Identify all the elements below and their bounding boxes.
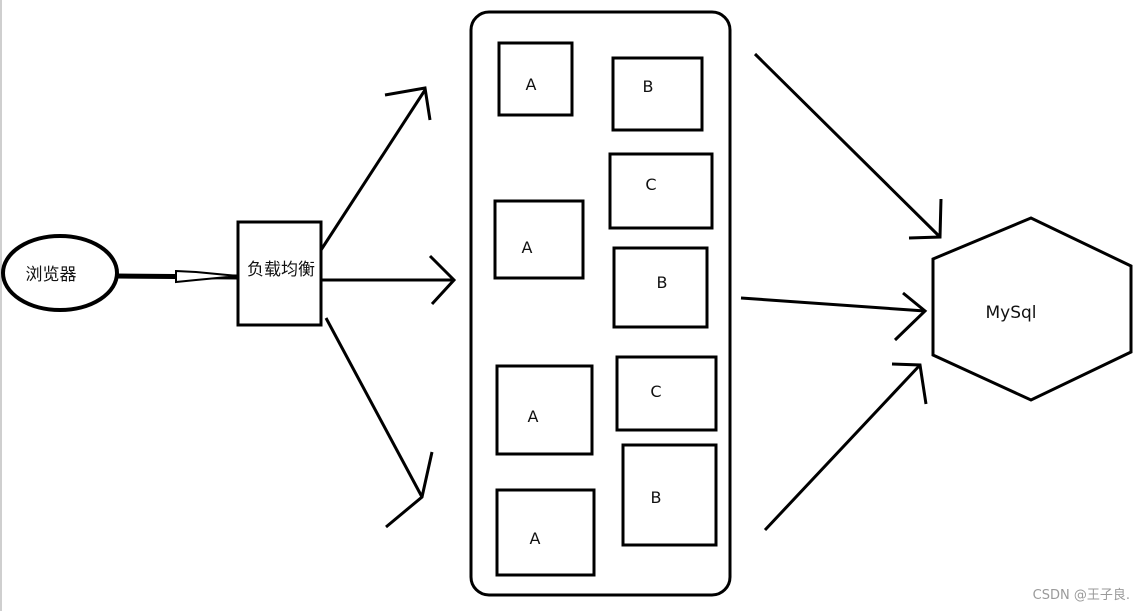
server-label-a: A (522, 238, 533, 257)
browser-ellipse (1, 234, 119, 312)
arrow-up (319, 86, 432, 251)
server-label-b: B (643, 77, 654, 96)
balancer-arrows (319, 86, 457, 529)
server-label-a: A (528, 407, 539, 426)
server-label-a: A (530, 529, 541, 548)
arrow-to-db-middle (740, 291, 928, 342)
mysql-hexagon (931, 216, 1133, 402)
watermark: CSDN @王子良. (1033, 587, 1130, 603)
browser-node: 浏览器 (1, 234, 119, 312)
arrow-to-db-bottom (763, 362, 928, 532)
server-label-b: B (657, 273, 668, 292)
server-box: A (495, 364, 594, 456)
arrow-down (324, 317, 434, 529)
server-label-a: A (526, 75, 537, 94)
arrow-middle (321, 254, 457, 306)
server-box: A (495, 488, 596, 577)
server-box: B (621, 443, 718, 547)
server-box: B (612, 246, 709, 329)
database-arrows (740, 52, 943, 532)
load-balancer-box (236, 220, 323, 327)
server-label-b: B (651, 488, 662, 507)
server-box: A (493, 199, 585, 280)
server-box: C (615, 355, 718, 432)
load-balancer-label: 负载均衡 (247, 260, 315, 280)
arrow-to-db-top (753, 52, 943, 240)
server-box: A (497, 41, 574, 117)
server-box: B (611, 56, 704, 132)
browser-to-balancer-connector (115, 269, 239, 284)
browser-label: 浏览器 (26, 265, 77, 285)
server-box: C (608, 152, 714, 230)
server-label-c: C (645, 175, 656, 194)
mysql-label: MySql (985, 303, 1036, 323)
server-label-c: C (650, 382, 661, 401)
mysql-node: MySql (931, 216, 1133, 402)
load-balancer-node: 负载均衡 (236, 220, 323, 327)
